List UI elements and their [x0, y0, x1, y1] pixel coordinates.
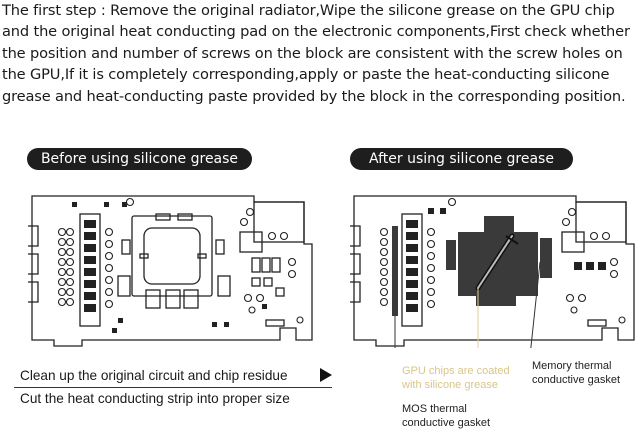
- before-heading: Before using silicone grease: [27, 148, 252, 170]
- step-clean-residue: Clean up the original circuit and chip r…: [20, 368, 288, 383]
- triangle-right-icon: [320, 368, 332, 382]
- step-divider: [14, 387, 332, 388]
- step-cut-strip: Cut the heat conducting strip into prope…: [20, 391, 290, 406]
- board-before-diagram: [28, 195, 313, 347]
- syringe-icon: [475, 233, 519, 291]
- board-after-diagram: [350, 195, 635, 348]
- instruction-text: The first step : Remove the original rad…: [2, 2, 630, 105]
- gpu-grease-annotation: GPU chips are coated with silicone greas…: [402, 365, 510, 391]
- memory-gasket-annotation: Memory thermal conductive gasket: [532, 360, 621, 386]
- after-heading: After using silicone grease: [350, 148, 573, 170]
- mos-gasket-annotation: MOS thermal conductive gasket: [402, 403, 491, 429]
